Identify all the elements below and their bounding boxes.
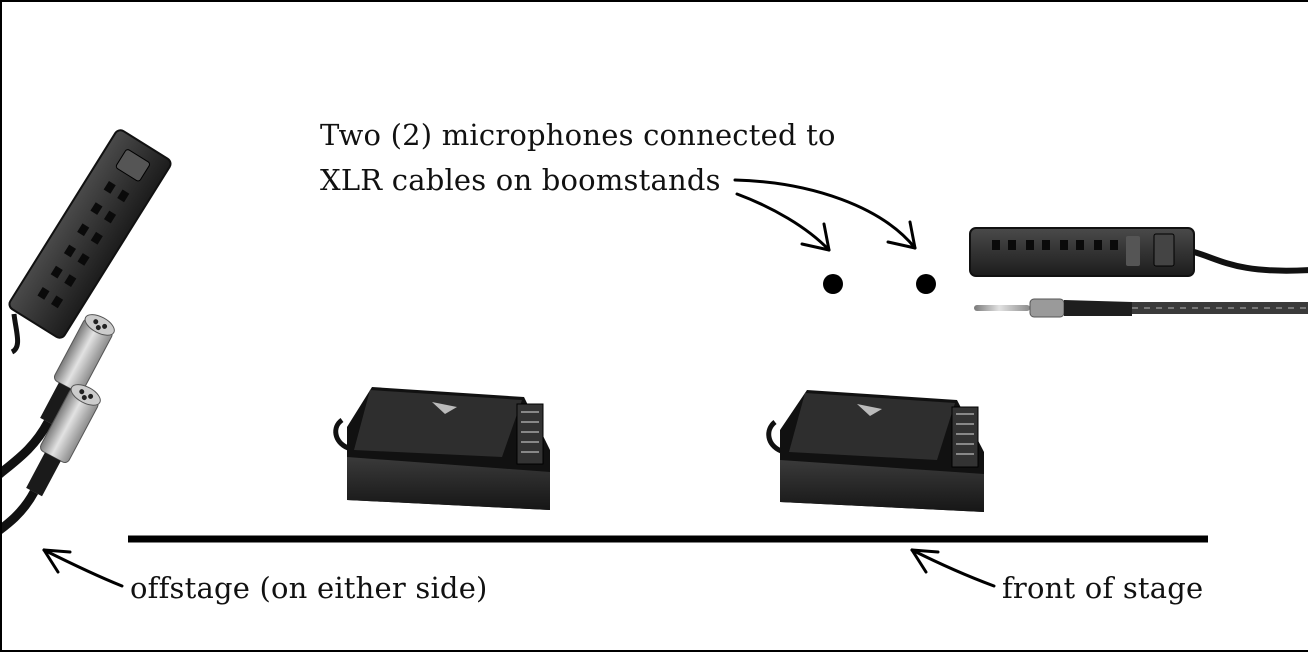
stage-monitor-speaker-icon	[333, 387, 550, 510]
instrument-cable-icon	[974, 298, 1308, 318]
offstage-label: offstage (on either side)	[130, 571, 488, 605]
microphone-position-dot	[823, 274, 843, 294]
hand-drawn-arrow	[910, 548, 996, 588]
stage-monitor-speaker-icon	[766, 390, 984, 512]
front-of-stage-label: front of stage	[1002, 571, 1204, 605]
microphone-position-dot	[916, 274, 936, 294]
hand-drawn-arrow	[735, 192, 831, 252]
microphones-label-line-2: XLR cables on boomstands	[320, 163, 721, 197]
hand-drawn-arrow	[733, 178, 917, 250]
power-strip-icon	[8, 129, 172, 339]
xlr-connector-icon	[2, 314, 115, 502]
xlr-connector-icon	[2, 384, 101, 552]
power-strip-icon	[969, 227, 1308, 277]
hand-drawn-arrow	[42, 548, 124, 588]
microphones-label-line-1: Two (2) microphones connected to	[320, 118, 836, 152]
